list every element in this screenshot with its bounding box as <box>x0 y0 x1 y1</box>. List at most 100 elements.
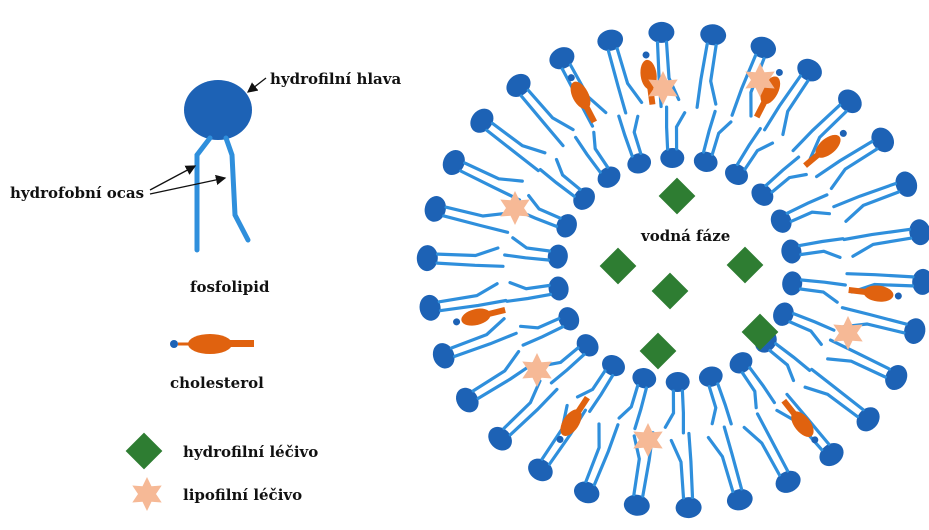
outer-lipid-tail <box>831 149 876 188</box>
outer-lipid-head <box>622 493 651 518</box>
cholesterol-head <box>642 51 650 59</box>
inner-lipid-tail <box>776 344 810 371</box>
cholesterol-tail <box>575 396 590 414</box>
inner-lipid-tail <box>529 196 560 219</box>
outer-lipid-tail <box>438 248 498 256</box>
outer-lipid-head <box>852 403 885 436</box>
inner-lipid-head <box>546 243 569 269</box>
inner-lipid-tail <box>790 322 821 345</box>
cholesterol-ring <box>460 306 493 329</box>
hydrophilic-drug <box>640 333 677 370</box>
phospholipid-label: fosfolipid <box>190 278 270 296</box>
inner-lipid-head <box>625 150 654 176</box>
outer-lipid-head <box>912 268 929 295</box>
outer-lipid-head <box>502 69 535 102</box>
outer-lipid-head <box>595 27 626 54</box>
lipophilic-drug <box>500 191 529 225</box>
inner-lipid-tail <box>576 137 601 172</box>
outer-lipid-tail <box>844 229 909 239</box>
inner-lipid-tail <box>677 113 685 149</box>
inner-lipid-tail <box>619 386 638 418</box>
inner-lipid-tail <box>791 212 829 221</box>
outer-lipid-head <box>907 218 929 247</box>
inner-lipid-tail <box>801 251 840 257</box>
hydrophilic-drug-label: hydrofilní léčivo <box>183 443 318 461</box>
inner-lipid-tail <box>801 289 838 302</box>
lipophilic-drug <box>522 353 551 387</box>
inner-lipid-head <box>692 149 720 175</box>
inner-lipid-tail <box>594 132 608 167</box>
outer-lipid-head <box>725 486 756 513</box>
inner-lipid-tail <box>551 355 584 383</box>
lipophilic-drug-icon <box>132 477 161 511</box>
inner-lipid-tail <box>712 122 731 154</box>
phospholipid-legend <box>184 80 252 250</box>
inner-lipid-head <box>630 365 658 391</box>
inner-lipid-head <box>569 183 600 214</box>
outer-lipid-tail <box>493 123 545 152</box>
outer-lipid-head <box>699 22 728 47</box>
hydrophilic-drug <box>659 178 696 215</box>
inner-lipid-tail <box>619 116 632 156</box>
outer-lipid-tail <box>446 207 506 216</box>
inner-lipid-tail <box>709 387 716 424</box>
head-arrow <box>248 78 266 92</box>
cholesterol-head <box>452 318 460 326</box>
inner-lipid-tail <box>510 283 549 289</box>
inner-lipid-tail <box>718 384 731 424</box>
hydrophilic-head-shape <box>184 80 252 140</box>
inner-lipid-head <box>572 330 603 361</box>
outer-lipid-tail <box>444 216 508 232</box>
head-label: hydrofilní hlava <box>270 70 401 88</box>
outer-lipid-head <box>466 104 499 137</box>
phospholipid-tail-left <box>197 138 210 250</box>
outer-lipid-tail <box>805 387 857 416</box>
inner-lipid-tail <box>800 239 843 246</box>
inner-lipid-tail <box>513 238 550 251</box>
outer-lipid-tail <box>853 238 911 256</box>
outer-lipid-tail <box>724 427 741 489</box>
outer-lipid-head <box>422 194 449 225</box>
outer-lipid-tail <box>711 45 716 104</box>
outer-lipid-tail <box>504 381 540 428</box>
liposome <box>416 21 929 519</box>
cholesterol-tail <box>487 307 506 317</box>
cholesterol-head <box>838 128 848 138</box>
outer-lipid-head <box>833 85 866 118</box>
hydrophilic-drug <box>652 273 689 310</box>
phospholipid-tail-right <box>226 138 248 240</box>
hydrophilic-drug-icon <box>126 433 163 470</box>
outer-lipid-tail <box>697 44 707 107</box>
outer-lipid-tail <box>846 192 899 221</box>
cholesterol-head <box>775 68 784 77</box>
hydrophilic-drug <box>727 247 764 284</box>
inner-lipid-tail <box>667 107 668 149</box>
inner-lipid-head <box>665 372 689 393</box>
cholesterol-head <box>170 340 178 348</box>
outer-lipid-head <box>648 21 675 43</box>
inner-lipid-tail <box>523 327 563 345</box>
outer-lipid-tail <box>783 81 808 135</box>
inner-lipid-head <box>747 179 778 210</box>
outer-lipid-head <box>483 422 516 455</box>
cholesterol-label: cholesterol <box>170 374 264 392</box>
inner-lipid-head <box>781 270 804 296</box>
inner-lipid-tail <box>750 368 775 403</box>
lipophilic-drug-label: lipofilní léčivo <box>183 486 302 504</box>
inner-lipid-tail <box>682 391 683 433</box>
aqueous-phase-label: vodná fáze <box>640 227 730 245</box>
inner-lipid-tail <box>787 195 827 213</box>
inner-lipid-tail <box>590 376 613 412</box>
inner-lipid-tail <box>766 157 799 185</box>
outer-lipid-tail <box>744 427 779 475</box>
outer-lipid-tail <box>671 441 683 498</box>
outer-lipid-tail <box>473 352 518 391</box>
inner-lipid-tail <box>665 391 673 427</box>
cholesterol-tail <box>230 340 254 347</box>
inner-lipid-head <box>780 238 804 265</box>
outer-lipid-head <box>815 438 848 471</box>
inner-lipid-head <box>660 148 684 169</box>
inner-lipid-tail <box>802 280 846 285</box>
tail-label: hydrofobní ocas <box>10 184 144 202</box>
cholesterol-ring <box>188 334 232 354</box>
